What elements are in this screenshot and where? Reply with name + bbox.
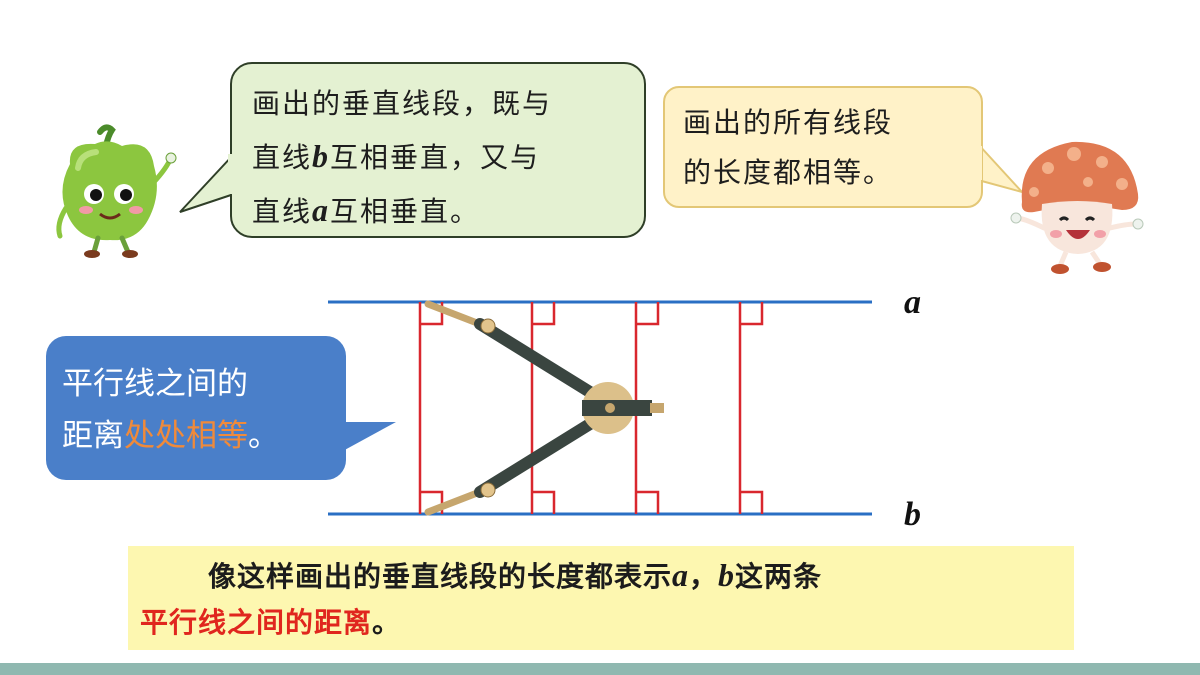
- pepper-character-icon: [56, 124, 177, 258]
- green-speech-bubble: [230, 62, 646, 238]
- blue-bubble-text: 平行线之间的 距离处处相等。: [62, 358, 342, 462]
- right-angle-mark: [636, 490, 660, 514]
- yellow-tail-cover: [976, 146, 982, 180]
- green-bubble-line-2: 直线b互相垂直，又与: [252, 138, 541, 174]
- yellow-bubble-line-2: 的长度都相等。: [683, 156, 894, 189]
- blue-bubble-line-2: 距离处处相等。: [62, 418, 279, 454]
- yellow-bubble-line-1: 画出的所有线段: [683, 106, 894, 139]
- blue-bubble-tail: [330, 422, 396, 458]
- green-bubble-line-3: 直线a互相垂直。: [252, 192, 481, 228]
- bottom-bar: [0, 663, 1200, 675]
- right-angle-mark: [740, 490, 764, 514]
- parallel-lines-diagram: [328, 300, 872, 516]
- green-bubble-text: 画出的垂直线段，既与 直线b互相垂直，又与 直线a互相垂直。: [252, 78, 632, 238]
- right-angle-mark: [532, 302, 556, 326]
- blue-speech-bubble: [46, 336, 346, 480]
- caption-line-2: 平行线之间的距离。: [140, 606, 402, 639]
- line-label-a: a: [904, 284, 921, 321]
- mushroom-character-icon: [1010, 141, 1144, 274]
- compass-icon: [424, 300, 664, 516]
- line-label-b: b: [904, 496, 921, 533]
- blue-bubble-line-1: 平行线之间的: [62, 366, 248, 402]
- yellow-bubble-text: 画出的所有线段 的长度都相等。: [683, 98, 973, 198]
- caption-box: [128, 546, 1074, 650]
- right-angle-mark: [532, 490, 556, 514]
- green-bubble-line-1: 画出的垂直线段，既与: [252, 87, 553, 120]
- caption-text: 像这样画出的垂直线段的长度都表示a，b这两条 平行线之间的距离。: [140, 552, 1060, 646]
- bubble-tail-cover: [228, 154, 236, 194]
- right-angle-mark: [740, 302, 764, 326]
- green-bubble-tail: [179, 153, 235, 213]
- caption-line-1: 像这样画出的垂直线段的长度都表示a，b这两条: [208, 557, 823, 593]
- right-angle-mark: [636, 302, 660, 326]
